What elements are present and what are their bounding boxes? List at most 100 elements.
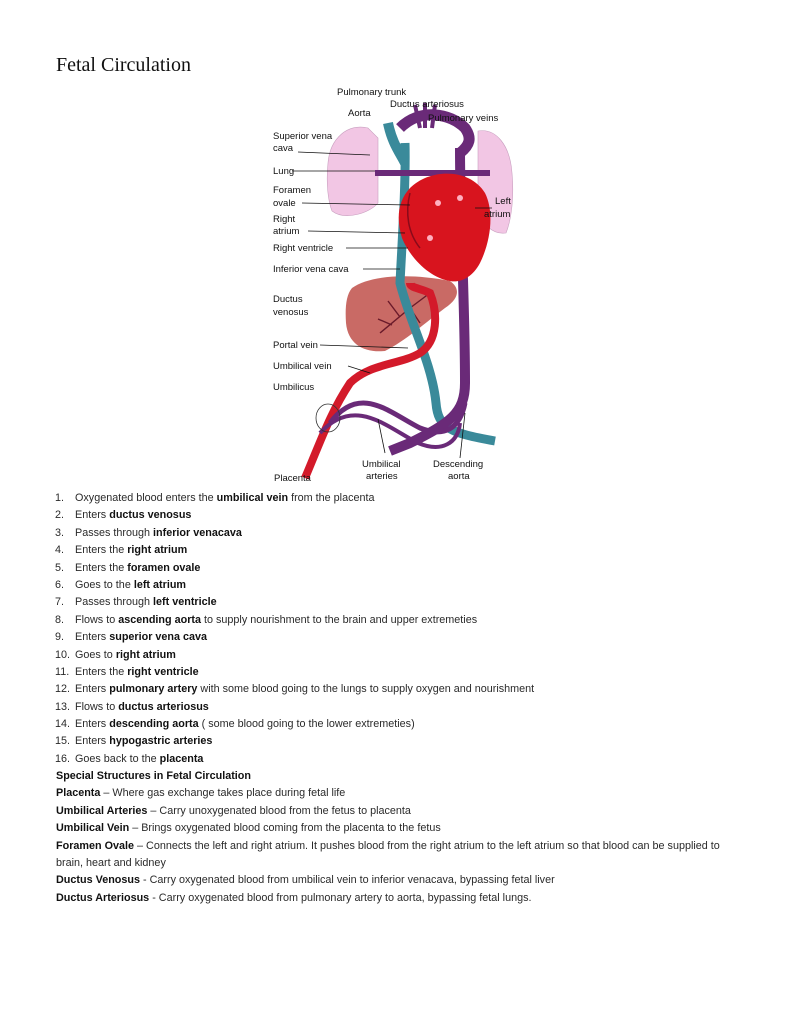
step-item: 14.Enters descending aorta ( some blood … <box>55 716 534 733</box>
special-structure-item: Ductus Venosus - Carry oxygenated blood … <box>56 872 736 889</box>
special-structure-definition: – Where gas exchange takes place during … <box>100 787 346 800</box>
step-number: 7. <box>55 596 65 609</box>
step-number: 4. <box>55 544 65 557</box>
step-text-bold: umbilical vein <box>216 492 289 504</box>
step-number: 2. <box>55 509 65 522</box>
special-structure-definition: - Carry oxygenated blood from umbilical … <box>140 874 555 887</box>
special-structure-term: Ductus Venosus <box>56 874 140 887</box>
special-structure-item: Placenta – Where gas exchange takes plac… <box>56 785 736 802</box>
special-structure-term: Placenta <box>56 787 101 800</box>
label-lung: Lung <box>273 166 294 177</box>
step-text-pre: Enters the <box>75 561 128 574</box>
umbilical-arteries-shape <box>328 400 468 435</box>
step-number: 12. <box>55 683 71 696</box>
label-pulmonary-veins: Pulmonary veins <box>428 113 498 124</box>
step-text-bold: ductus arteriosus <box>118 700 209 713</box>
label-left-atrium-2: atrium <box>484 209 510 220</box>
step-number: 5. <box>55 561 65 574</box>
special-structure-term: Foramen Ovale <box>56 839 135 852</box>
special-structures-section: Special Structures in Fetal Circulation … <box>56 768 736 907</box>
step-text-pre: Goes to the <box>75 578 134 591</box>
label-right-ventricle: Right ventricle <box>273 243 333 254</box>
step-number: 14. <box>55 718 71 731</box>
step-text-pre: Oxygenated blood enters the <box>75 492 217 504</box>
step-text-bold: left ventricle <box>153 596 217 609</box>
step-number: 11. <box>55 665 70 678</box>
special-structure-definition: - Carry oxygenated blood from pulmonary … <box>149 891 532 904</box>
step-item: 4. Enters the right atrium <box>55 542 534 559</box>
step-text-bold: right atrium <box>115 648 176 661</box>
step-number: 1. <box>55 492 65 504</box>
label-left-atrium-1: Left <box>495 196 511 207</box>
special-structure-term: Ductus Arteriosus <box>56 891 150 904</box>
step-item: 11. Enters the right ventricle <box>55 664 534 681</box>
step-number: 3. <box>55 526 65 539</box>
label-pulmonary-trunk: Pulmonary trunk <box>337 87 406 98</box>
step-number: 9. <box>55 631 65 644</box>
step-item: 7.Passes through left ventricle <box>55 594 534 611</box>
step-text-post: to supply nourishment to the brain and u… <box>201 613 478 626</box>
step-number: 6. <box>55 578 65 591</box>
label-ductus-venosus-2: venosus <box>273 307 309 318</box>
label-superior-vena-cava-2: cava <box>273 143 294 154</box>
step-text-bold: placenta <box>159 752 204 765</box>
step-text-pre: Enters <box>75 509 110 522</box>
step-number: 8. <box>55 613 65 626</box>
special-structure-item: Umbilical Arteries – Carry unoxygenated … <box>56 803 736 820</box>
step-text-pre: Enters the <box>75 665 128 678</box>
step-item: 12.Enters pulmonary artery with some blo… <box>55 681 534 698</box>
step-item: 16. Goes back to the placenta <box>55 751 534 768</box>
step-text-bold: inferior venacava <box>153 526 242 539</box>
special-structure-item: Foramen Ovale – Connects the left and ri… <box>56 838 736 873</box>
label-foramen-ovale-1: Foramen <box>273 185 311 196</box>
label-descending-aorta-2: aorta <box>448 471 470 482</box>
step-text-bold: hypogastric arteries <box>109 735 213 748</box>
step-text-bold: left atrium <box>133 578 187 591</box>
step-text-pre: Goes back to the <box>75 752 160 765</box>
umbilical-vein-shape <box>301 281 440 480</box>
step-text-bold: right atrium <box>127 544 188 557</box>
step-text-pre: Enters <box>75 631 110 644</box>
label-foramen-ovale-2: ovale <box>273 198 296 209</box>
special-structure-definition: – Connects the left and right atrium. It… <box>56 839 720 870</box>
label-right-atrium-2: atrium <box>273 226 299 237</box>
step-item: 15.Enters hypogastric arteries <box>55 733 534 750</box>
step-number: 10. <box>55 648 71 661</box>
page-title: Fetal Circulation <box>56 54 191 76</box>
label-superior-vena-cava-1: Superior vena <box>273 131 333 142</box>
special-structure-item: Ductus Arteriosus - Carry oxygenated blo… <box>56 890 736 907</box>
step-text-pre: Passes through <box>75 526 154 539</box>
fetal-circulation-diagram: Pulmonary trunk Ductus arteriosus Aorta … <box>260 83 531 487</box>
label-umbilical-arteries-1: Umbilical <box>362 459 401 470</box>
step-text-bold: right ventricle <box>127 665 199 678</box>
step-item: 5. Enters the foramen ovale <box>55 560 534 577</box>
step-text-pre: Enters <box>75 735 110 748</box>
label-placenta: Placenta <box>274 473 312 484</box>
step-item: 13.Flows to ductus arteriosus <box>55 699 534 716</box>
step-text-post: ( some blood going to the lower extremet… <box>198 718 415 731</box>
step-text-pre: Flows to <box>75 613 119 626</box>
step-text-bold: descending aorta <box>109 718 199 731</box>
step-text-bold: ductus venosus <box>109 509 192 522</box>
step-text-pre: Goes to <box>75 648 116 661</box>
circulation-steps-list: 1. Oxygenated blood enters the umbilical … <box>55 490 534 768</box>
step-text-pre: Enters the <box>75 544 128 557</box>
leader-lines <box>292 151 492 459</box>
special-structure-item: Umbilical Vein – Brings oxygenated blood… <box>56 820 736 837</box>
label-umbilical-vein: Umbilical vein <box>273 361 332 372</box>
label-inferior-vena-cava: Inferior vena cava <box>273 264 349 275</box>
step-item: 1. Oxygenated blood enters the umbilical … <box>55 490 534 507</box>
step-text-bold: superior vena cava <box>109 631 208 644</box>
step-text-bold: foramen ovale <box>127 561 201 574</box>
label-aorta: Aorta <box>348 108 371 119</box>
special-structures-list: Placenta – Where gas exchange takes plac… <box>56 785 736 907</box>
step-item: 9. Enters superior vena cava <box>55 629 534 646</box>
step-number: 16. <box>55 752 71 765</box>
special-structure-term: Umbilical Vein <box>56 822 130 835</box>
step-text-pre: Enters <box>75 683 110 696</box>
special-structure-term: Umbilical Arteries <box>56 804 148 817</box>
step-item: 8.Flows to ascending aorta to supply nou… <box>55 612 534 629</box>
label-ductus-arteriosus: Ductus arteriosus <box>390 99 464 110</box>
label-umbilical-arteries-2: arteries <box>366 471 398 482</box>
label-descending-aorta-1: Descending <box>433 459 483 470</box>
